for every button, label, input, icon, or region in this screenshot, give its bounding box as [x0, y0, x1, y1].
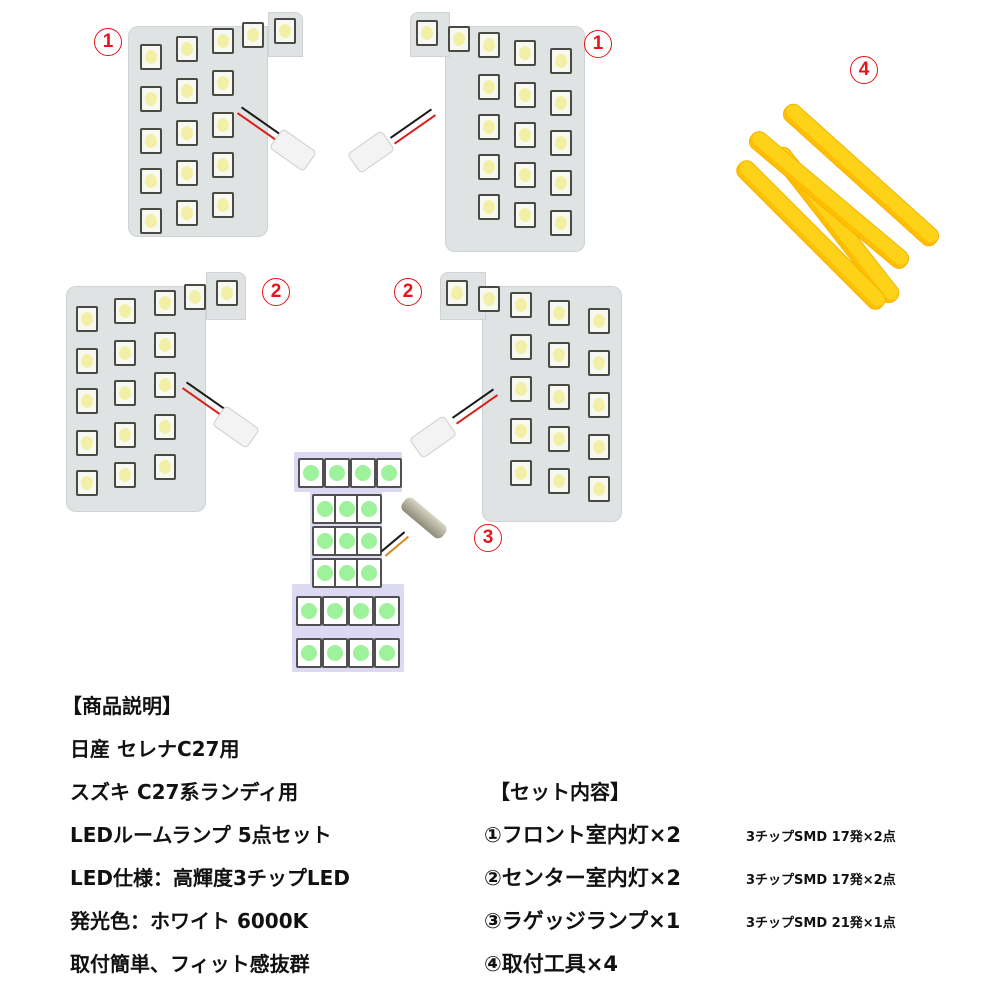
- description-line: 発光色：ホワイト 6000K: [70, 909, 309, 933]
- t10-plug-icon: [346, 130, 396, 174]
- callout-badge-1-left: 1: [94, 28, 122, 56]
- description-line: LEDルームランプ 5点セット: [70, 823, 332, 847]
- set-item-spec: 3チップSMD 21発×1点: [746, 916, 896, 931]
- callout-badge-2-left: 2: [262, 278, 290, 306]
- set-contents-heading: 【セット内容】: [490, 780, 630, 804]
- description-line: スズキ C27系ランディ用: [70, 780, 299, 804]
- callout-badge-3: 3: [474, 524, 502, 552]
- callout-badge-2-right: 2: [394, 278, 422, 306]
- set-item-main: ④取付工具×4: [484, 952, 618, 976]
- callout-badge-1-right: 1: [584, 30, 612, 58]
- set-item-spec: 3チップSMD 17発×2点: [746, 830, 896, 845]
- description-heading: 【商品説明】: [62, 694, 182, 718]
- front-lamp-right: [410, 12, 585, 252]
- set-item-main: ③ラゲッジランプ×1: [484, 909, 681, 933]
- set-item-main: ①フロント室内灯×2: [484, 823, 681, 847]
- description-line: 取付簡単、フィット感抜群: [70, 952, 310, 976]
- luggage-lamp: [290, 452, 410, 672]
- center-lamp-left: [66, 272, 246, 512]
- product-photo-area: 1 1 2 2 3 4: [66, 12, 970, 672]
- center-lamp-right: [440, 272, 622, 522]
- front-lamp-left: [128, 12, 303, 237]
- description-line: LED仕様：高輝度3チップLED: [70, 866, 350, 890]
- set-item-main: ②センター室内灯×2: [484, 866, 681, 890]
- description-line: 日産 セレナC27用: [70, 737, 240, 761]
- callout-badge-4: 4: [850, 56, 878, 84]
- trim-tools: [680, 95, 970, 355]
- set-item-spec: 3チップSMD 17発×2点: [746, 873, 896, 888]
